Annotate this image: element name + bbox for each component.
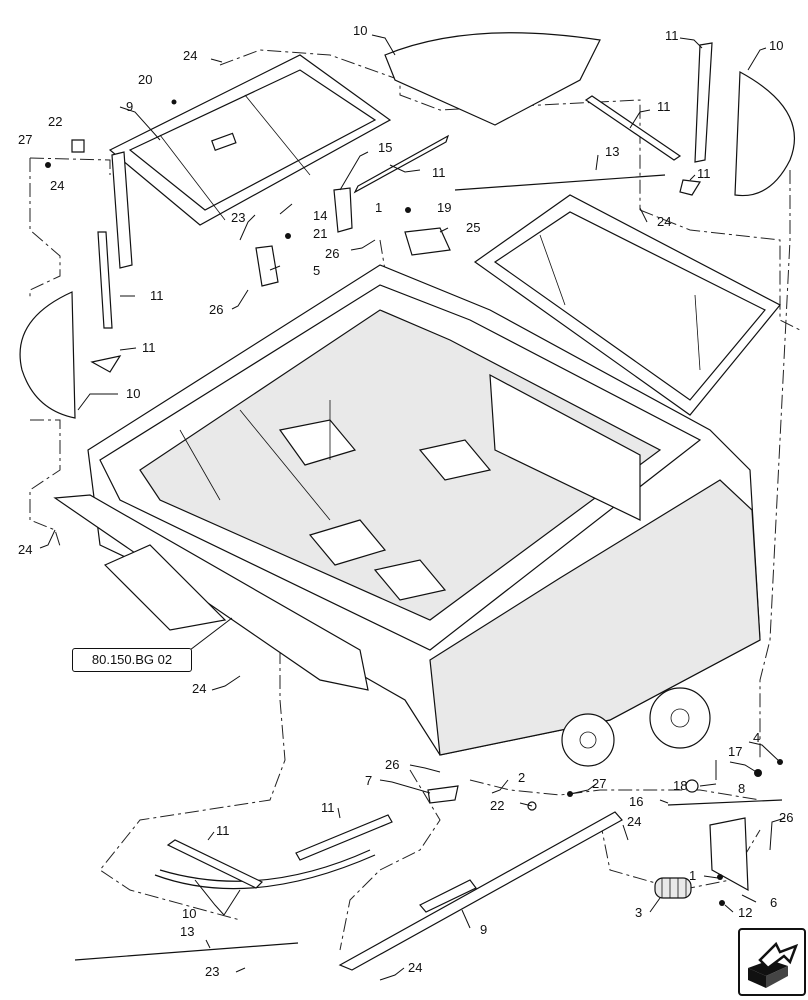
rods	[74, 174, 783, 961]
callout-24: 24	[657, 214, 671, 229]
callout-21: 21	[313, 226, 327, 241]
arrow-next-page-icon	[748, 941, 799, 988]
callout-7: 7	[365, 773, 372, 788]
callout-17: 17	[728, 744, 742, 759]
callout-10: 10	[353, 23, 367, 38]
callout-22: 22	[490, 798, 504, 813]
callout-11: 11	[665, 28, 679, 43]
callout-6: 6	[770, 895, 777, 910]
callout-26: 26	[209, 302, 223, 317]
callout-labels: 24 20 9 22 27 24 10 11 10 11 15 11 13 11…	[18, 23, 793, 979]
callout-14: 14	[313, 208, 327, 223]
callout-11: 11	[657, 99, 671, 114]
callout-11: 11	[142, 340, 156, 355]
callout-10: 10	[182, 906, 196, 921]
callout-3: 3	[635, 905, 642, 920]
callout-1: 1	[689, 868, 696, 883]
callout-13: 13	[605, 144, 619, 159]
reference-link-80-150-bg-02[interactable]: 80.150.BG 02	[72, 648, 192, 672]
right-cover-frame	[473, 194, 781, 416]
strips	[97, 42, 713, 889]
callout-5: 5	[313, 263, 320, 278]
callout-23: 23	[231, 210, 245, 225]
callout-2: 2	[518, 770, 525, 785]
callout-20: 20	[138, 72, 152, 87]
callout-24: 24	[627, 814, 641, 829]
callout-11: 11	[432, 165, 446, 180]
callout-11: 11	[150, 288, 164, 303]
leader-lines	[39, 34, 786, 981]
callout-11: 11	[697, 166, 711, 181]
callout-12: 12	[738, 905, 752, 920]
main-body	[87, 264, 761, 767]
callout-24: 24	[192, 681, 206, 696]
callout-26: 26	[325, 246, 339, 261]
spring	[654, 877, 692, 899]
shield-panels	[19, 32, 795, 890]
callout-18: 18	[673, 778, 687, 793]
callout-16: 16	[629, 794, 643, 809]
left-cover-frame	[108, 54, 392, 269]
callout-27: 27	[18, 132, 32, 147]
callout-24: 24	[408, 960, 422, 975]
callout-22: 22	[48, 114, 62, 129]
callout-24: 24	[18, 542, 32, 557]
callout-27: 27	[592, 776, 606, 791]
callout-19: 19	[437, 200, 451, 215]
callout-9: 9	[480, 922, 487, 937]
callout-26: 26	[385, 757, 399, 772]
callout-11: 11	[216, 823, 230, 838]
callout-11: 11	[321, 800, 335, 815]
callout-1: 1	[375, 200, 382, 215]
callout-10: 10	[769, 38, 783, 53]
callout-10: 10	[126, 386, 140, 401]
callout-9: 9	[126, 99, 133, 114]
callout-4: 4	[753, 730, 760, 745]
callout-24: 24	[183, 48, 197, 63]
callout-13: 13	[180, 924, 194, 939]
callout-24: 24	[50, 178, 64, 193]
callout-26: 26	[779, 810, 793, 825]
callout-25: 25	[466, 220, 480, 235]
callout-23: 23	[205, 964, 219, 979]
callout-15: 15	[378, 140, 392, 155]
lower-rails	[53, 494, 623, 971]
next-page-button[interactable]	[738, 928, 806, 996]
callout-8: 8	[738, 781, 745, 796]
